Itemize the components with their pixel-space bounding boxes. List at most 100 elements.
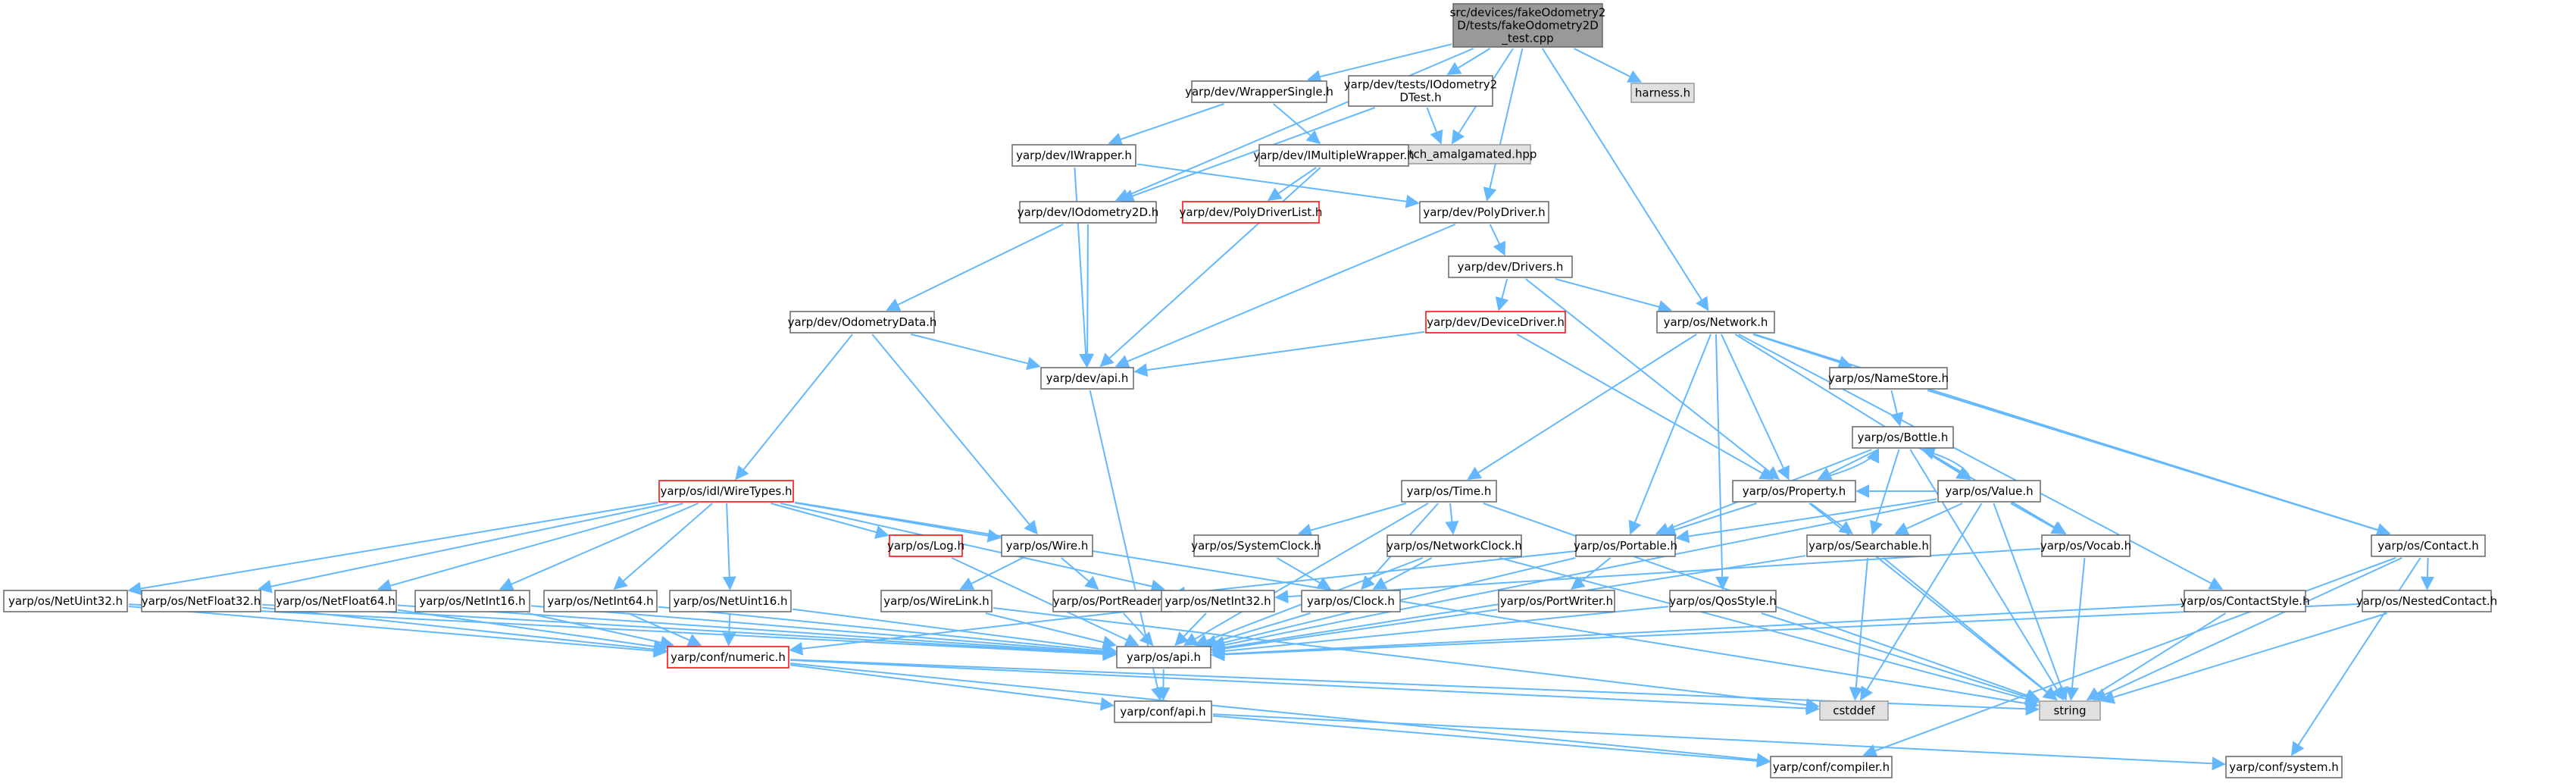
node-system[interactable]: yarp/conf/system.h [2225, 756, 2343, 778]
node-bottle[interactable]: yarp/os/Bottle.h [1852, 426, 1954, 449]
node-wiretypes[interactable]: yarp/os/idl/WireTypes.h [658, 480, 794, 503]
node-label-osapi: yarp/os/api.h [1127, 650, 1201, 664]
node-string[interactable]: string [2039, 700, 2101, 721]
node-box-imultiplewrapper [1258, 144, 1409, 167]
node-portwriter[interactable]: yarp/os/PortWriter.h [1498, 590, 1615, 612]
node-searchable[interactable]: yarp/os/Searchable.h [1806, 534, 1931, 557]
node-wirelink[interactable]: yarp/os/WireLink.h [880, 590, 993, 612]
node-netint64[interactable]: yarp/os/NetInt64.h [543, 590, 658, 612]
node-log[interactable]: yarp/os/Log.h [887, 534, 964, 557]
edge-root-to-network [1541, 48, 1709, 312]
edge-property-to-bottle [1818, 448, 1880, 480]
node-polydriver[interactable]: yarp/dev/PolyDriver.h [1419, 201, 1549, 224]
node-wrappersingle[interactable]: yarp/dev/WrapperSingle.h [1185, 80, 1333, 103]
node-label-netint32: yarp/os/NetInt32.h [1165, 594, 1271, 608]
node-compiler[interactable]: yarp/conf/compiler.h [1770, 756, 1893, 778]
node-odometrydata[interactable]: yarp/dev/OdometryData.h [788, 311, 937, 334]
nodes-layer: src/devices/fakeOdometry2D/tests/fakeOdo… [3, 3, 2497, 778]
edge-value-to-portable [1675, 498, 1937, 543]
node-root[interactable]: src/devices/fakeOdometry2D/tests/fakeOdo… [1450, 3, 1606, 48]
node-qosstyle[interactable]: yarp/os/QosStyle.h [1669, 590, 1777, 612]
edge-wiretypes-to-netuint32 [127, 502, 658, 596]
node-harness[interactable]: harness.h [1630, 83, 1695, 103]
edge-netint16-to-osapi [530, 605, 1117, 659]
node-box-confapi [1114, 700, 1212, 723]
node-iwrapper[interactable]: yarp/dev/IWrapper.h [1011, 144, 1136, 167]
node-label-iodometry2d: yarp/dev/IOdometry2D.h [1018, 205, 1159, 219]
node-label-root: src/devices/fakeOdometry2 [1450, 6, 1606, 20]
edge-netint32-to-osapi [1174, 612, 1207, 647]
node-networkclock[interactable]: yarp/os/NetworkClock.h [1386, 534, 1522, 557]
edge-time-to-systemclock [1297, 503, 1407, 537]
node-property[interactable]: yarp/os/Property.h [1732, 480, 1856, 503]
node-nestedcontact[interactable]: yarp/os/NestedContact.h [2356, 590, 2497, 612]
node-systemclock[interactable]: yarp/os/SystemClock.h [1191, 534, 1321, 557]
node-devicedriver[interactable]: yarp/dev/DeviceDriver.h [1425, 311, 1566, 334]
node-label-clock: yarp/os/Clock.h [1307, 594, 1395, 608]
node-network[interactable]: yarp/os/Network.h [1656, 311, 1775, 334]
node-cstddef[interactable]: cstddef [1819, 700, 1889, 721]
node-box-netuint16 [669, 590, 792, 612]
node-box-netuint32 [3, 590, 128, 612]
edge-osapi-to-confapi [1156, 669, 1171, 701]
node-box-netint16 [414, 590, 530, 612]
node-netint16[interactable]: yarp/os/NetInt16.h [414, 590, 530, 612]
node-numeric[interactable]: yarp/conf/numeric.h [667, 646, 789, 669]
node-netint32[interactable]: yarp/os/NetInt32.h [1161, 590, 1275, 612]
node-wire[interactable]: yarp/os/Wire.h [1001, 534, 1093, 557]
edge-iwrapper-to-polydriver [1136, 163, 1420, 208]
node-box-numeric [667, 646, 789, 669]
node-box-nestedcontact [2362, 590, 2492, 612]
node-namestore[interactable]: yarp/os/NameStore.h [1828, 367, 1949, 390]
node-value[interactable]: yarp/os/Value.h [1937, 480, 2041, 503]
node-label-nestedcontact: yarp/os/NestedContact.h [2356, 594, 2497, 608]
node-label-contact: yarp/os/Contact.h [2377, 539, 2479, 553]
node-label-root: D/tests/fakeOdometry2D [1457, 19, 1599, 33]
node-netuint32[interactable]: yarp/os/NetUint32.h [3, 590, 128, 612]
node-portreader[interactable]: yarp/os/PortReader.h [1052, 590, 1172, 612]
node-box-root [1452, 3, 1603, 48]
node-contact[interactable]: yarp/os/Contact.h [2371, 534, 2486, 557]
node-label-iodometry2dtest: yarp/dev/tests/IOdometry2 [1344, 78, 1497, 92]
node-imultiplewrapper[interactable]: yarp/dev/IMultipleWrapper.h [1253, 144, 1415, 167]
node-box-iodometry2d [1019, 201, 1157, 224]
node-netfloat64[interactable]: yarp/os/NetFloat64.h [274, 590, 397, 612]
node-osapi[interactable]: yarp/os/api.h [1116, 646, 1211, 669]
edge-polydriver-to-drivers [1489, 224, 1505, 256]
node-box-harness [1630, 83, 1695, 103]
node-vocab[interactable]: yarp/os/Vocab.h [2040, 534, 2131, 557]
node-time[interactable]: yarp/os/Time.h [1401, 480, 1497, 503]
edge-portable-to-portwriter [1571, 557, 1612, 590]
node-box-network [1656, 311, 1775, 334]
node-drivers[interactable]: yarp/dev/Drivers.h [1448, 255, 1573, 278]
node-box-devapi [1040, 367, 1134, 390]
node-label-portwriter: yarp/os/PortWriter.h [1500, 594, 1613, 608]
node-label-netint16: yarp/os/NetInt16.h [419, 594, 525, 608]
edge-numeric-to-compiler [789, 662, 1771, 767]
node-label-odometrydata: yarp/dev/OdometryData.h [788, 315, 937, 329]
node-portable[interactable]: yarp/os/Portable.h [1574, 534, 1677, 557]
node-netuint16[interactable]: yarp/os/NetUint16.h [669, 590, 792, 612]
edge-wiretypes-to-netuint16 [722, 503, 736, 590]
node-polydriverlist[interactable]: yarp/dev/PolyDriverList.h [1180, 201, 1323, 224]
node-clock[interactable]: yarp/os/Clock.h [1301, 590, 1401, 612]
edge-clock-to-osapi [1202, 612, 1311, 648]
edge-nestedcontact-to-string [2100, 612, 2388, 704]
edge-networkclock-to-clock [1372, 557, 1433, 590]
node-box-system [2225, 756, 2343, 778]
node-confapi[interactable]: yarp/conf/api.h [1114, 700, 1212, 723]
node-box-cstddef [1819, 700, 1889, 721]
node-devapi[interactable]: yarp/dev/api.h [1040, 367, 1134, 390]
edge-netuint16-to-numeric [722, 612, 736, 647]
node-label-drivers: yarp/dev/Drivers.h [1458, 260, 1564, 274]
edge-netfloat64-to-numeric [397, 609, 667, 653]
node-contactstyle[interactable]: yarp/os/ContactStyle.h [2180, 590, 2310, 612]
node-label-netuint16: yarp/os/NetUint16.h [673, 594, 787, 608]
node-iodometry2d[interactable]: yarp/dev/IOdometry2D.h [1018, 201, 1159, 224]
edge-network-to-portable [1628, 334, 1712, 535]
node-netfloat32[interactable]: yarp/os/NetFloat32.h [141, 590, 261, 612]
edge-netuint32-to-numeric [128, 606, 667, 658]
edge-root-to-iodometry2dtest [1446, 48, 1491, 75]
node-box-systemclock [1193, 534, 1319, 557]
